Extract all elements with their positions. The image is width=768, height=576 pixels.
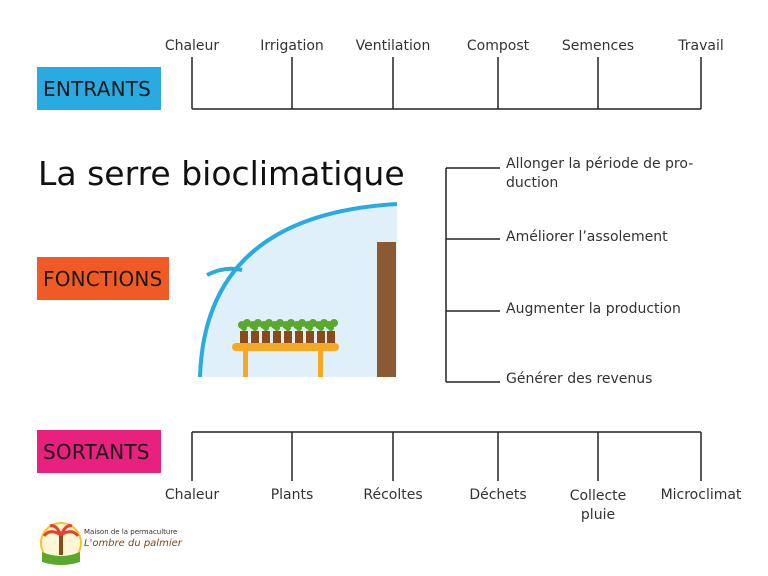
logo-line1: Maison de la permaculture (84, 528, 178, 536)
greenhouse-door (377, 242, 396, 377)
sortant-label: Déchets (469, 487, 527, 503)
greenhouse-illustration (198, 202, 398, 378)
sortants-box: SORTANTS (37, 430, 161, 473)
entrant-label: Compost (466, 38, 530, 54)
entrants-box: ENTRANTS (37, 67, 161, 110)
fonction-label: Améliorer l’assolement (506, 229, 668, 245)
diagram-title: La serre bioclimatique (38, 154, 405, 193)
entrants-label: ENTRANTS (43, 76, 152, 101)
sortant-label: Microclimat (660, 487, 742, 503)
fonctions-box: FONCTIONS (37, 257, 169, 300)
fonctions-connector (445, 167, 500, 383)
logo-line2: L'ombre du palmier (84, 538, 182, 549)
entrant-label: Semences (561, 38, 635, 54)
sortant-label: Chaleur (164, 487, 220, 503)
logo-icon (40, 522, 82, 565)
fonction-label: Augmenter la production (506, 301, 681, 317)
sortant-label: Collecte pluie (569, 488, 627, 523)
entrant-label: Chaleur (164, 38, 220, 54)
entrants-connector (191, 57, 702, 110)
sortants-label: SORTANTS (43, 439, 150, 464)
fonction-label: Allonger la période de pro- duction (506, 156, 694, 191)
sortant-label: Plants (270, 487, 314, 503)
fonction-label: Générer des revenus (506, 371, 653, 387)
entrant-label: Irrigation (260, 38, 324, 54)
sortants-connector (191, 431, 702, 481)
entrant-label: Travail (678, 38, 724, 54)
seedlings (238, 319, 338, 343)
entrant-label: Ventilation (355, 38, 431, 54)
sortant-label: Récoltes (363, 487, 423, 503)
fonctions-label: FONCTIONS (43, 266, 163, 291)
